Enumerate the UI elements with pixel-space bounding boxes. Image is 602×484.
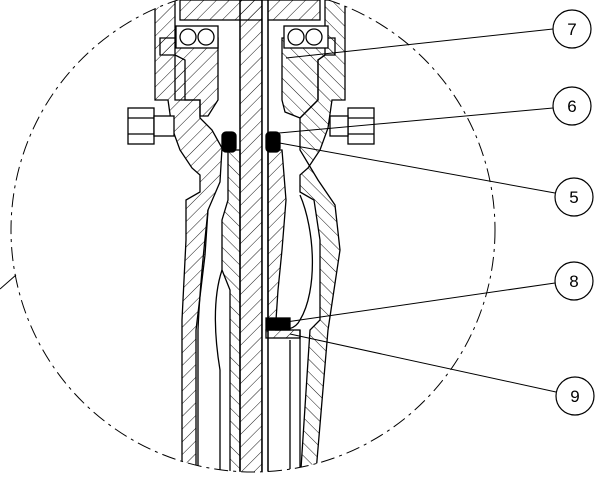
callout-9-label: 9	[570, 387, 579, 406]
callout-5: 5	[273, 141, 594, 217]
callout-9: 9	[289, 333, 595, 416]
lower-seal-ring	[265, 317, 291, 331]
detail-leader-line	[0, 274, 17, 290]
callout-6: 6	[267, 86, 592, 135]
right-seal-ring	[265, 131, 281, 153]
central-stem-sleeve	[261, 0, 269, 472]
callout-7-label: 7	[567, 20, 576, 39]
lower-disc-curve	[214, 269, 223, 472]
right-inner-collar	[267, 149, 287, 332]
left-seal-ring	[221, 131, 237, 153]
callout-5-label: 5	[569, 188, 578, 207]
central-stem	[239, 0, 263, 472]
right-bearing	[283, 25, 329, 49]
left-gland-block	[159, 37, 219, 117]
left-inner-collar	[221, 149, 241, 472]
lower-seal-retainer	[265, 329, 301, 339]
left-cavity-curve	[197, 209, 209, 472]
left-bearing	[175, 25, 219, 49]
left-bolt	[127, 107, 175, 145]
callout-8: 8	[285, 261, 594, 323]
callout-7: 7	[285, 9, 592, 59]
right-gland-block	[281, 37, 336, 119]
callout-6-label: 6	[567, 97, 576, 116]
section-view	[127, 0, 375, 472]
callout-8-label: 8	[569, 272, 578, 291]
